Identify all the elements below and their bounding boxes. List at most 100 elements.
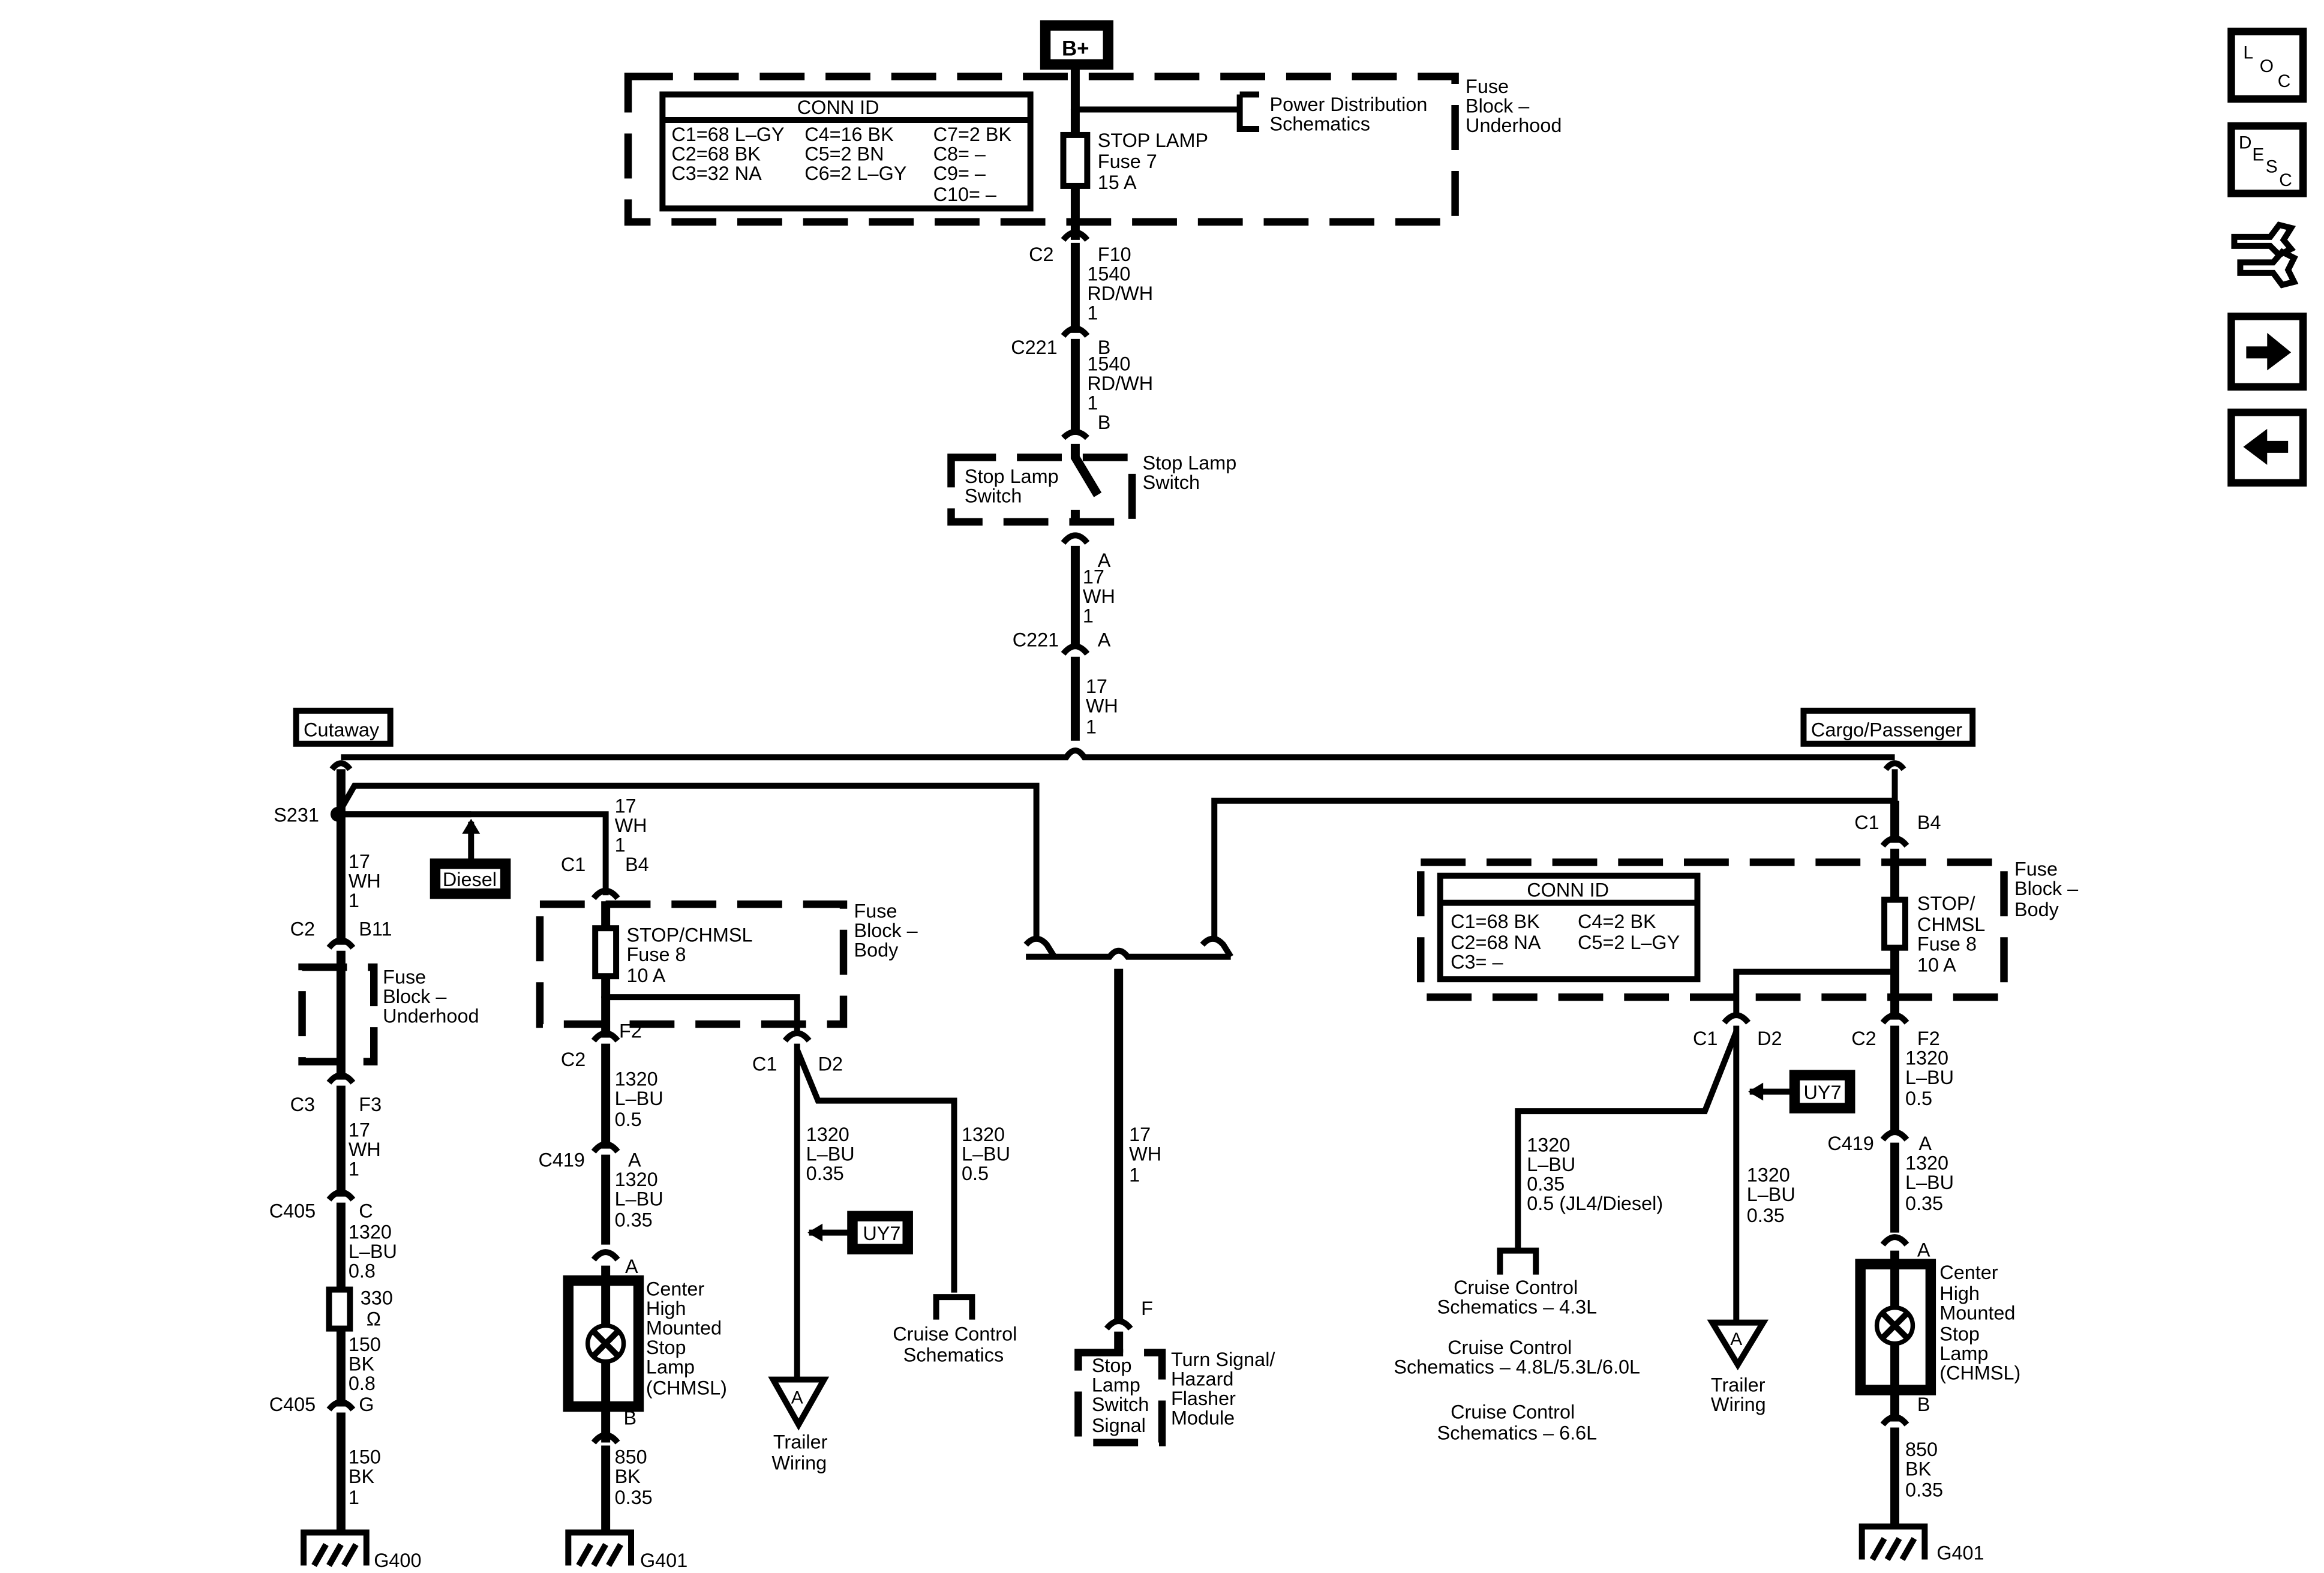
- connector-c419: [1880, 1129, 1909, 1142]
- wire-label: 1320: [962, 1124, 1005, 1145]
- fuse-block-label: Fuse: [854, 900, 897, 922]
- center-bus: [1026, 947, 1231, 960]
- wire-label: 17: [1086, 676, 1107, 697]
- wire-label: 1320: [1747, 1164, 1790, 1186]
- fuse-8-right: [1881, 896, 1908, 951]
- pin-label: B4: [1917, 812, 1941, 833]
- wire-label: 0.5: [1905, 1088, 1932, 1109]
- wire-label: WH: [615, 815, 647, 836]
- trailer-label: Wiring: [1711, 1394, 1766, 1415]
- ground-label: G401: [1936, 1542, 1984, 1563]
- fuse-8: [592, 925, 620, 980]
- cruise-control-link[interactable]: Schematics – 6.6L: [1437, 1422, 1598, 1444]
- connector-c2: [326, 937, 356, 950]
- bus-end: [1023, 935, 1057, 959]
- connector-label: C2: [561, 1049, 585, 1070]
- wire-label: RD/WH: [1087, 373, 1153, 394]
- wire-label: RD/WH: [1087, 283, 1153, 304]
- lamp-label: Mounted: [646, 1317, 722, 1339]
- fuse-label: STOP/: [1917, 893, 1976, 914]
- wire-label: 0.8: [349, 1373, 376, 1394]
- fuse-block-underhood-top: [624, 73, 1459, 226]
- switch-label: Switch: [1143, 472, 1200, 493]
- cruise-control-link[interactable]: Cruise Control: [1448, 1337, 1572, 1358]
- wire-label: 1320: [1905, 1152, 1948, 1174]
- stop-lamp-switch-box: [947, 454, 1136, 526]
- cruise-control-link[interactable]: Schematics – 4.8L/5.3L/6.0L: [1394, 1356, 1640, 1378]
- connid-cell: C1=68 BK: [1451, 911, 1540, 932]
- fuse-block-label: Block –: [2014, 878, 2079, 899]
- connector-label: C419: [1827, 1133, 1873, 1154]
- connector-label: C1: [561, 854, 585, 875]
- pin-label: F: [1141, 1298, 1153, 1319]
- power-distribution-link[interactable]: Power Distribution: [1269, 94, 1427, 115]
- cruise-ref-icon: [1497, 1247, 1539, 1275]
- wire-label: 1: [1129, 1164, 1140, 1186]
- connector-c419: [591, 1141, 620, 1154]
- cruise-control-link[interactable]: Schematics – 4.3L: [1437, 1296, 1598, 1318]
- switch-label: Switch: [965, 485, 1022, 506]
- connector-c221: [1061, 325, 1090, 338]
- connid-cell: C3= –: [1451, 951, 1503, 973]
- connector-label: C1: [1854, 812, 1879, 833]
- pin-label: A: [628, 1149, 641, 1171]
- module-label: Stop: [1092, 1355, 1132, 1376]
- wire-label: 0.35: [1747, 1205, 1785, 1226]
- option-bus-end: [329, 760, 1906, 772]
- cruise-control-link[interactable]: Cruise Control: [893, 1323, 1017, 1345]
- pin-label: B: [624, 1407, 637, 1429]
- lamp-label: High: [646, 1298, 686, 1319]
- loc-button[interactable]: L O C: [2227, 28, 2307, 103]
- pin-label: F2: [619, 1020, 642, 1042]
- module-label: Hazard: [1171, 1368, 1233, 1390]
- connector-c1: [782, 1030, 812, 1043]
- resistor-label: 330: [361, 1287, 393, 1309]
- next-arrow-button[interactable]: [2227, 313, 2307, 391]
- pin-label: F3: [359, 1094, 382, 1115]
- trailer-wiring-link[interactable]: A: [1707, 1319, 1769, 1371]
- power-distribution-bracket: [1075, 91, 1260, 132]
- cruise-control-link[interactable]: Cruise Control: [1451, 1401, 1575, 1423]
- resistor-330: [326, 1286, 353, 1332]
- wire-label: 1320: [615, 1068, 658, 1090]
- pin-label: B: [1917, 1394, 1930, 1415]
- uy7-label: UY7: [863, 1223, 900, 1244]
- cruise-control-link[interactable]: Cruise Control: [1454, 1277, 1578, 1298]
- pin-label: B4: [625, 854, 649, 875]
- wire-label: 1: [1087, 302, 1098, 323]
- wire-to-center: [335, 782, 1040, 942]
- power-distribution-link[interactable]: Schematics: [1269, 113, 1370, 134]
- connector-c2: [1880, 1012, 1909, 1025]
- connid-cell: C4=16 BK: [804, 124, 894, 145]
- prev-arrow-button[interactable]: [2227, 409, 2307, 487]
- pin-label: B11: [359, 918, 392, 940]
- wire-label: 1: [349, 890, 359, 911]
- connector-c405: [326, 1189, 356, 1202]
- trailer-wiring-link[interactable]: A: [768, 1376, 830, 1431]
- wire-label: 150: [349, 1334, 381, 1355]
- desc-button[interactable]: D E S C: [2227, 122, 2307, 197]
- wire-label: L–BU: [1527, 1154, 1575, 1175]
- connid-cell: C2=68 NA: [1451, 932, 1541, 953]
- connector-label: C221: [1013, 629, 1059, 650]
- lamp-label: Stop: [646, 1337, 686, 1358]
- cruise-ref-icon: [933, 1294, 975, 1320]
- connid-cell: C7=2 BK: [933, 124, 1012, 145]
- fuse-label: STOP LAMP: [1098, 130, 1208, 151]
- wire-label: L–BU: [806, 1143, 855, 1165]
- wire-label: 0.35: [806, 1163, 844, 1184]
- wrench-icon[interactable]: [2231, 221, 2299, 289]
- fuse-block-label: Fuse: [383, 966, 426, 988]
- wire-label: L–BU: [962, 1143, 1010, 1165]
- wire-label: 850: [615, 1446, 647, 1467]
- cruise-control-link[interactable]: Schematics: [903, 1344, 1004, 1366]
- wire-label: L–BU: [615, 1188, 663, 1210]
- wire-from-cargo: [1211, 769, 1898, 942]
- lamp-label: (CHMSL): [1939, 1362, 2020, 1384]
- wire-label: 17: [349, 851, 370, 872]
- connector-label: C2: [290, 918, 315, 940]
- arrow-up-icon: [462, 818, 481, 834]
- pin-label: C: [359, 1200, 373, 1222]
- arrow-left-icon: [807, 1223, 823, 1242]
